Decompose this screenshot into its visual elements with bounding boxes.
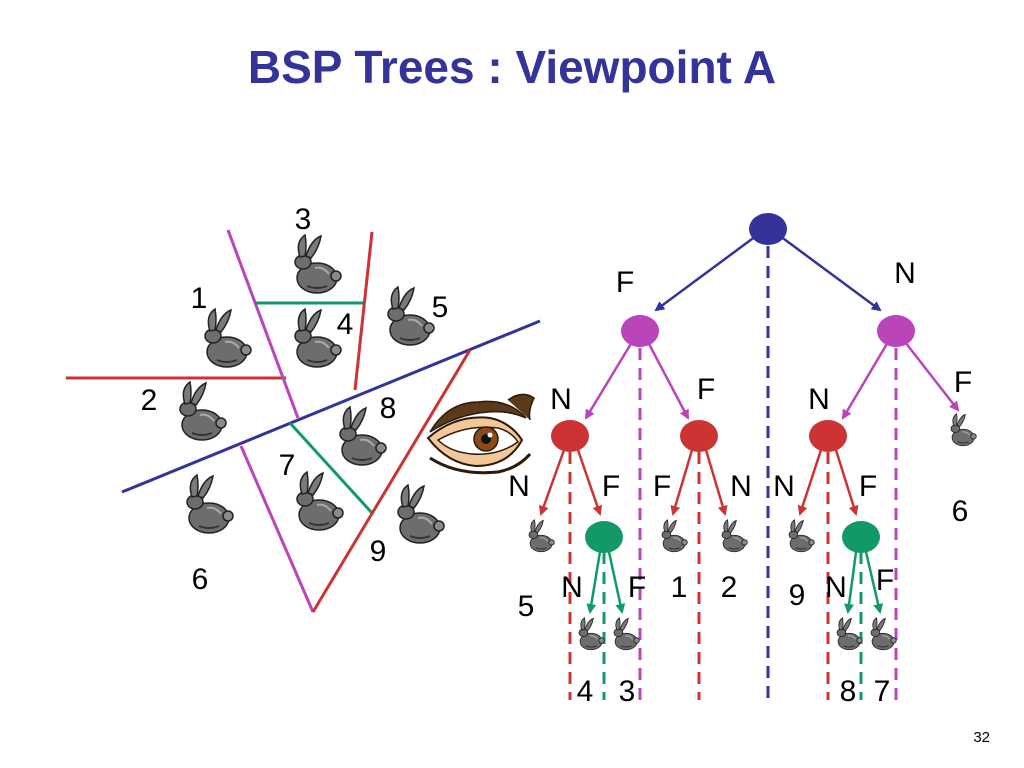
edge-label: F xyxy=(876,564,894,597)
region-label: 4 xyxy=(337,308,354,341)
tree-edge xyxy=(841,341,890,420)
region-label: 3 xyxy=(295,203,312,236)
leaf-label: 6 xyxy=(952,495,969,528)
leaf-label: 3 xyxy=(619,675,636,708)
tree-edge xyxy=(646,341,690,420)
partition-magenta-top xyxy=(226,229,300,419)
bunny-icon xyxy=(722,520,747,552)
tree-edge xyxy=(834,449,859,516)
bunny-icon xyxy=(387,286,435,346)
tree-edge xyxy=(704,449,728,516)
bunny-icon xyxy=(579,618,604,650)
region-label: 1 xyxy=(191,282,208,315)
edge-label: N xyxy=(730,470,752,503)
slide-number: 32 xyxy=(973,729,990,746)
leaf-label: 1 xyxy=(671,571,688,604)
leaf-label: 5 xyxy=(518,590,535,623)
partition-blue-main xyxy=(121,319,541,494)
bunny-icon xyxy=(951,414,976,446)
bunny-icon xyxy=(837,618,862,650)
tree-edge xyxy=(607,551,626,614)
edge-label: F xyxy=(616,266,634,299)
bunny-icon xyxy=(179,381,227,441)
edge-label: F xyxy=(653,470,671,503)
tree-edge xyxy=(670,449,694,516)
leaf-label: 2 xyxy=(721,571,738,604)
edge-label: F xyxy=(697,373,715,406)
tree-edge xyxy=(654,234,757,312)
region-label: 9 xyxy=(370,535,387,568)
bunny-icon xyxy=(294,234,342,294)
tree-edge xyxy=(586,551,602,614)
edge-label: N xyxy=(508,470,530,503)
partition-magenta-bottom xyxy=(239,445,315,613)
edge-label: N xyxy=(894,257,916,290)
tree-edge xyxy=(864,551,884,614)
bunny-icon xyxy=(871,618,896,650)
region-label: 5 xyxy=(432,291,449,324)
tree-edge xyxy=(539,449,566,516)
bunny-icon xyxy=(186,474,234,534)
edge-label: F xyxy=(859,470,877,503)
partition-red-bottom xyxy=(311,349,472,613)
tree-node xyxy=(585,521,623,553)
tree-edge xyxy=(584,341,634,420)
tree-node xyxy=(877,315,915,347)
tree-node xyxy=(551,420,589,452)
edge-label: N xyxy=(550,383,572,416)
slide-title: BSP Trees : Viewpoint A xyxy=(247,41,777,93)
bunny-icon xyxy=(294,308,342,368)
tree-edge xyxy=(779,234,882,312)
leaf-label: 7 xyxy=(874,675,891,708)
tree-node xyxy=(621,315,659,347)
tree-node xyxy=(842,521,880,553)
region-label: 6 xyxy=(192,563,209,596)
tree-edge xyxy=(904,341,960,412)
region-label: 8 xyxy=(380,392,397,425)
edge-label: N xyxy=(773,470,795,503)
eye-icon xyxy=(426,393,535,475)
edge-label: N xyxy=(825,571,847,604)
tree-node xyxy=(680,420,718,452)
bunny-icon xyxy=(789,520,814,552)
bunny-icon xyxy=(662,520,687,552)
leaf-label: 4 xyxy=(577,675,594,708)
bsp-tree: F N N F N F N F F N N F N F N F 5 4 3 1 … xyxy=(508,213,976,708)
leaf-label: 9 xyxy=(789,579,806,612)
partition-red-top xyxy=(353,231,374,391)
tree-node-root xyxy=(749,213,787,245)
scene: 1 2 3 4 5 6 7 8 9 xyxy=(66,203,541,613)
tree-node xyxy=(809,420,847,452)
bunny-icon xyxy=(296,471,344,531)
tree-edge xyxy=(797,449,823,516)
edge-label: F xyxy=(628,571,646,604)
edge-label: F xyxy=(602,470,620,503)
tree-edge xyxy=(576,449,603,516)
tree-edge xyxy=(844,551,858,614)
bunny-icon xyxy=(529,520,554,552)
edge-label: F xyxy=(954,366,972,399)
leaf-label: 8 xyxy=(840,675,857,708)
region-label: 2 xyxy=(141,384,158,417)
bunny-icon xyxy=(204,308,252,368)
region-label: 7 xyxy=(279,449,296,482)
partition-green-bottom xyxy=(288,421,374,515)
edge-label: N xyxy=(561,571,583,604)
bunny-icon xyxy=(614,618,639,650)
bunny-icon xyxy=(397,484,445,544)
edge-label: N xyxy=(808,383,830,416)
